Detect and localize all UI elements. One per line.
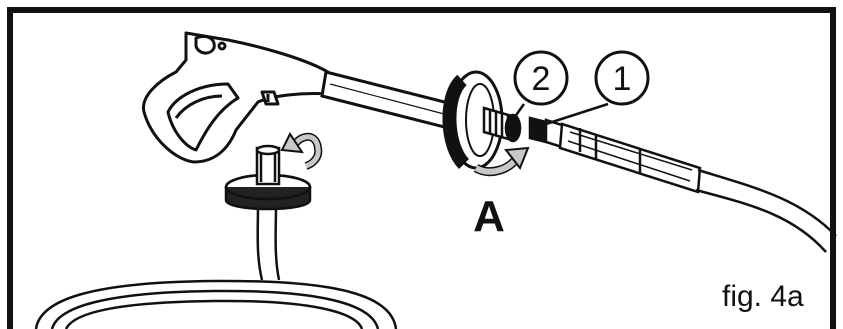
callout-2: 2: [515, 52, 567, 104]
callout-1: 1: [596, 52, 648, 104]
section-letter-a: A: [473, 192, 505, 241]
callout-2-label: 2: [532, 60, 551, 98]
bucket-rim: [36, 281, 396, 329]
hose-connector: [226, 146, 310, 209]
callout-leaders: [514, 104, 608, 124]
hose-fitting: [530, 118, 700, 192]
figure-label: fig. 4a: [722, 280, 804, 313]
suction-hose: [258, 205, 279, 280]
high-pressure-hose: [696, 170, 836, 252]
rotate-arrow-connector: [282, 134, 318, 166]
callout-1-label: 1: [613, 60, 632, 98]
diagram-border: [10, 10, 833, 329]
